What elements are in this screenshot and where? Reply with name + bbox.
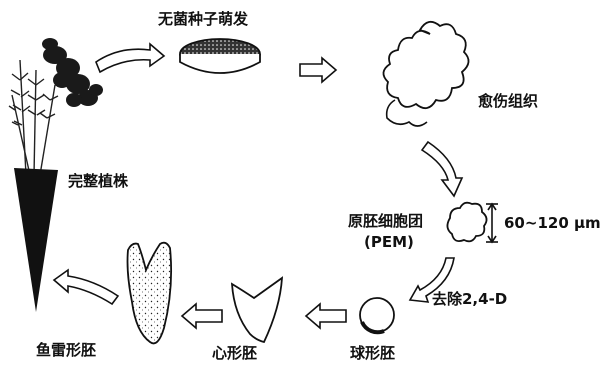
- arrow-heart-to-torpedo: [182, 304, 222, 328]
- scale-bar: [486, 204, 498, 242]
- label-pem: 原胚细胞团: [348, 212, 423, 230]
- label-seed-germination: 无菌种子萌发: [158, 10, 248, 28]
- arrow-callus-to-pem: [422, 142, 462, 196]
- label-heart-embryo: 心形胚: [212, 344, 257, 362]
- arrow-plant-to-dish: [96, 44, 164, 72]
- heart-embryo-figure: [232, 278, 282, 342]
- label-remove-2-4-d: 去除2,4-D: [432, 290, 507, 308]
- pem-figure: [447, 203, 486, 242]
- arrow-dish-to-callus: [300, 58, 336, 82]
- label-globular-embryo: 球形胚: [350, 344, 395, 362]
- arrow-torpedo-to-plant: [54, 270, 118, 304]
- arrow-globular-to-heart: [306, 304, 346, 328]
- label-torpedo-embryo: 鱼雷形胚: [36, 341, 96, 359]
- callus-figure: [383, 22, 468, 126]
- torpedo-embryo-figure: [128, 243, 172, 344]
- label-size: 60~120 μm: [504, 214, 601, 232]
- globular-embryo-figure: [360, 298, 394, 332]
- label-callus: 愈伤组织: [478, 92, 538, 110]
- label-whole-plant: 完整植株: [68, 172, 128, 190]
- petri-dish-icon: [180, 39, 260, 73]
- label-pem-abbr: (PEM): [364, 233, 414, 251]
